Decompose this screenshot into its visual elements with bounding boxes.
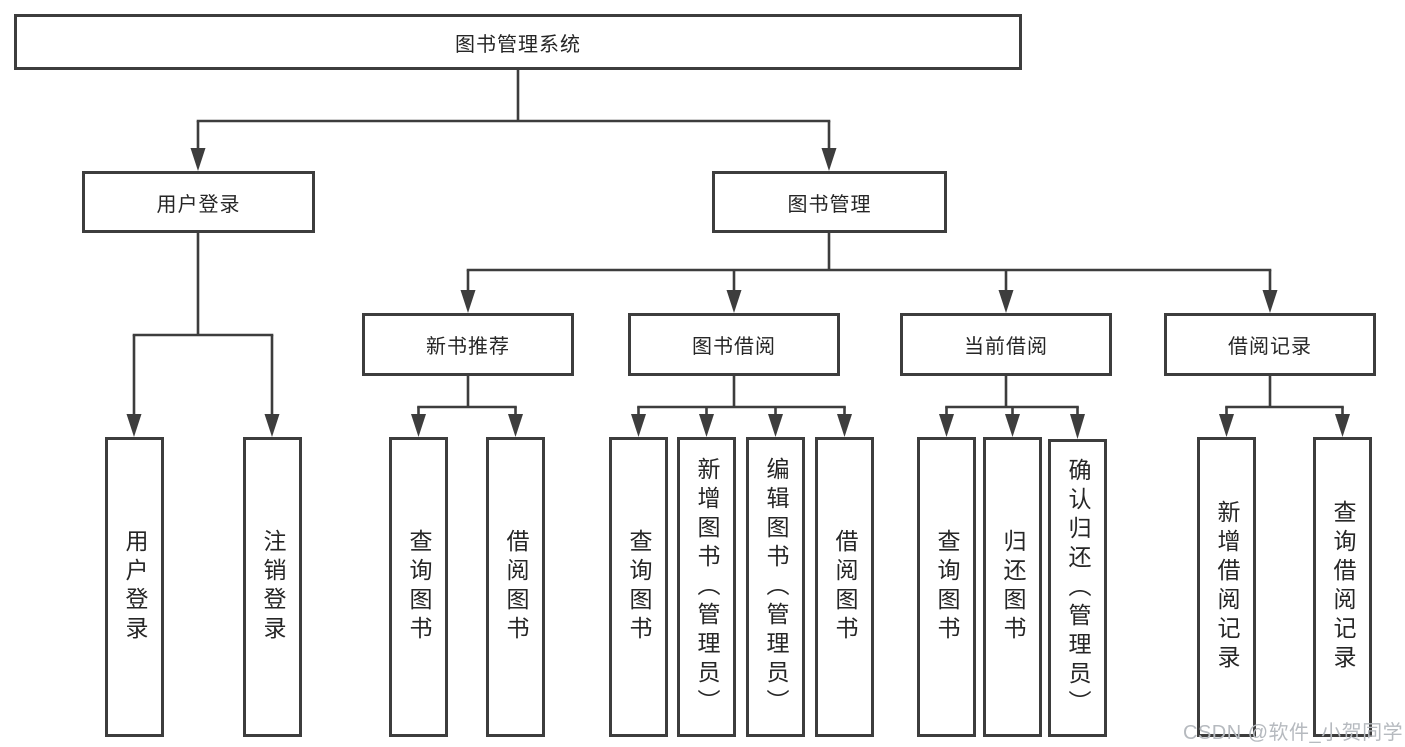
node-book-borrow-label: 图书借阅 — [692, 336, 776, 358]
connector-new-book-recommend-to-leaves — [411, 376, 523, 437]
leaf-query-borrow-record-label: 查询借阅记录 — [1330, 500, 1356, 674]
leaf-query-borrow-record: 查询借阅记录 — [1313, 437, 1372, 737]
connector-borrow-records-to-leaves — [1219, 376, 1350, 437]
leaf-borrow-books-recommend: 借阅图书 — [486, 437, 545, 737]
leaf-borrow-books-recommend-label: 借阅图书 — [503, 529, 529, 645]
leaf-query-books-current: 查询图书 — [917, 437, 976, 737]
node-new-book-recommend-label: 新书推荐 — [426, 336, 510, 358]
leaf-edit-book-admin-label: 编辑图书（管理员） — [763, 456, 789, 718]
connector-current-borrow-to-leaves — [939, 376, 1085, 439]
leaf-edit-book-admin: 编辑图书（管理员） — [746, 437, 805, 737]
node-user-login: 用户登录 — [82, 171, 315, 233]
node-current-borrow-label: 当前借阅 — [964, 336, 1048, 358]
leaf-add-borrow-record: 新增借阅记录 — [1197, 437, 1256, 737]
node-user-login-label: 用户登录 — [156, 193, 241, 216]
leaf-logout-label: 注销登录 — [260, 529, 286, 645]
csdn-watermark: CSDN @软件_小贺同学 — [1183, 722, 1404, 744]
leaf-add-book-admin-label: 新增图书（管理员） — [694, 456, 720, 718]
leaf-confirm-return-admin: 确认归还（管理员） — [1048, 439, 1107, 737]
leaf-add-book-admin: 新增图书（管理员） — [677, 437, 736, 737]
leaf-query-books-borrow: 查询图书 — [609, 437, 668, 737]
connector-user-login-to-leaves — [126, 233, 280, 437]
node-new-book-recommend: 新书推荐 — [362, 313, 574, 376]
node-borrow-records-label: 借阅记录 — [1228, 336, 1312, 358]
leaf-borrow-books: 借阅图书 — [815, 437, 874, 737]
leaf-query-books-recommend: 查询图书 — [389, 437, 448, 737]
node-book-management-label: 图书管理 — [787, 193, 872, 216]
connector-book-management-to-level3 — [460, 233, 1278, 313]
node-book-management: 图书管理 — [712, 171, 947, 233]
leaf-user-login-label: 用户登录 — [122, 529, 148, 645]
node-borrow-records: 借阅记录 — [1164, 313, 1376, 376]
leaf-query-books-current-label: 查询图书 — [934, 529, 960, 645]
node-root-label: 图书管理系统 — [455, 33, 581, 56]
leaf-borrow-books-label: 借阅图书 — [832, 529, 858, 645]
connector-root-to-level2 — [190, 70, 837, 171]
leaf-add-borrow-record-label: 新增借阅记录 — [1214, 500, 1240, 674]
leaf-query-books-recommend-label: 查询图书 — [406, 529, 432, 645]
leaf-return-book: 归还图书 — [983, 437, 1042, 737]
node-book-borrow: 图书借阅 — [628, 313, 840, 376]
connector-book-borrow-to-leaves — [631, 376, 852, 437]
node-root-system: 图书管理系统 — [14, 14, 1022, 70]
node-current-borrow: 当前借阅 — [900, 313, 1112, 376]
leaf-confirm-return-admin-label: 确认归还（管理员） — [1065, 457, 1091, 719]
leaf-return-book-label: 归还图书 — [1000, 529, 1026, 645]
leaf-user-login: 用户登录 — [105, 437, 164, 737]
leaf-query-books-borrow-label: 查询图书 — [626, 529, 652, 645]
leaf-logout: 注销登录 — [243, 437, 302, 737]
